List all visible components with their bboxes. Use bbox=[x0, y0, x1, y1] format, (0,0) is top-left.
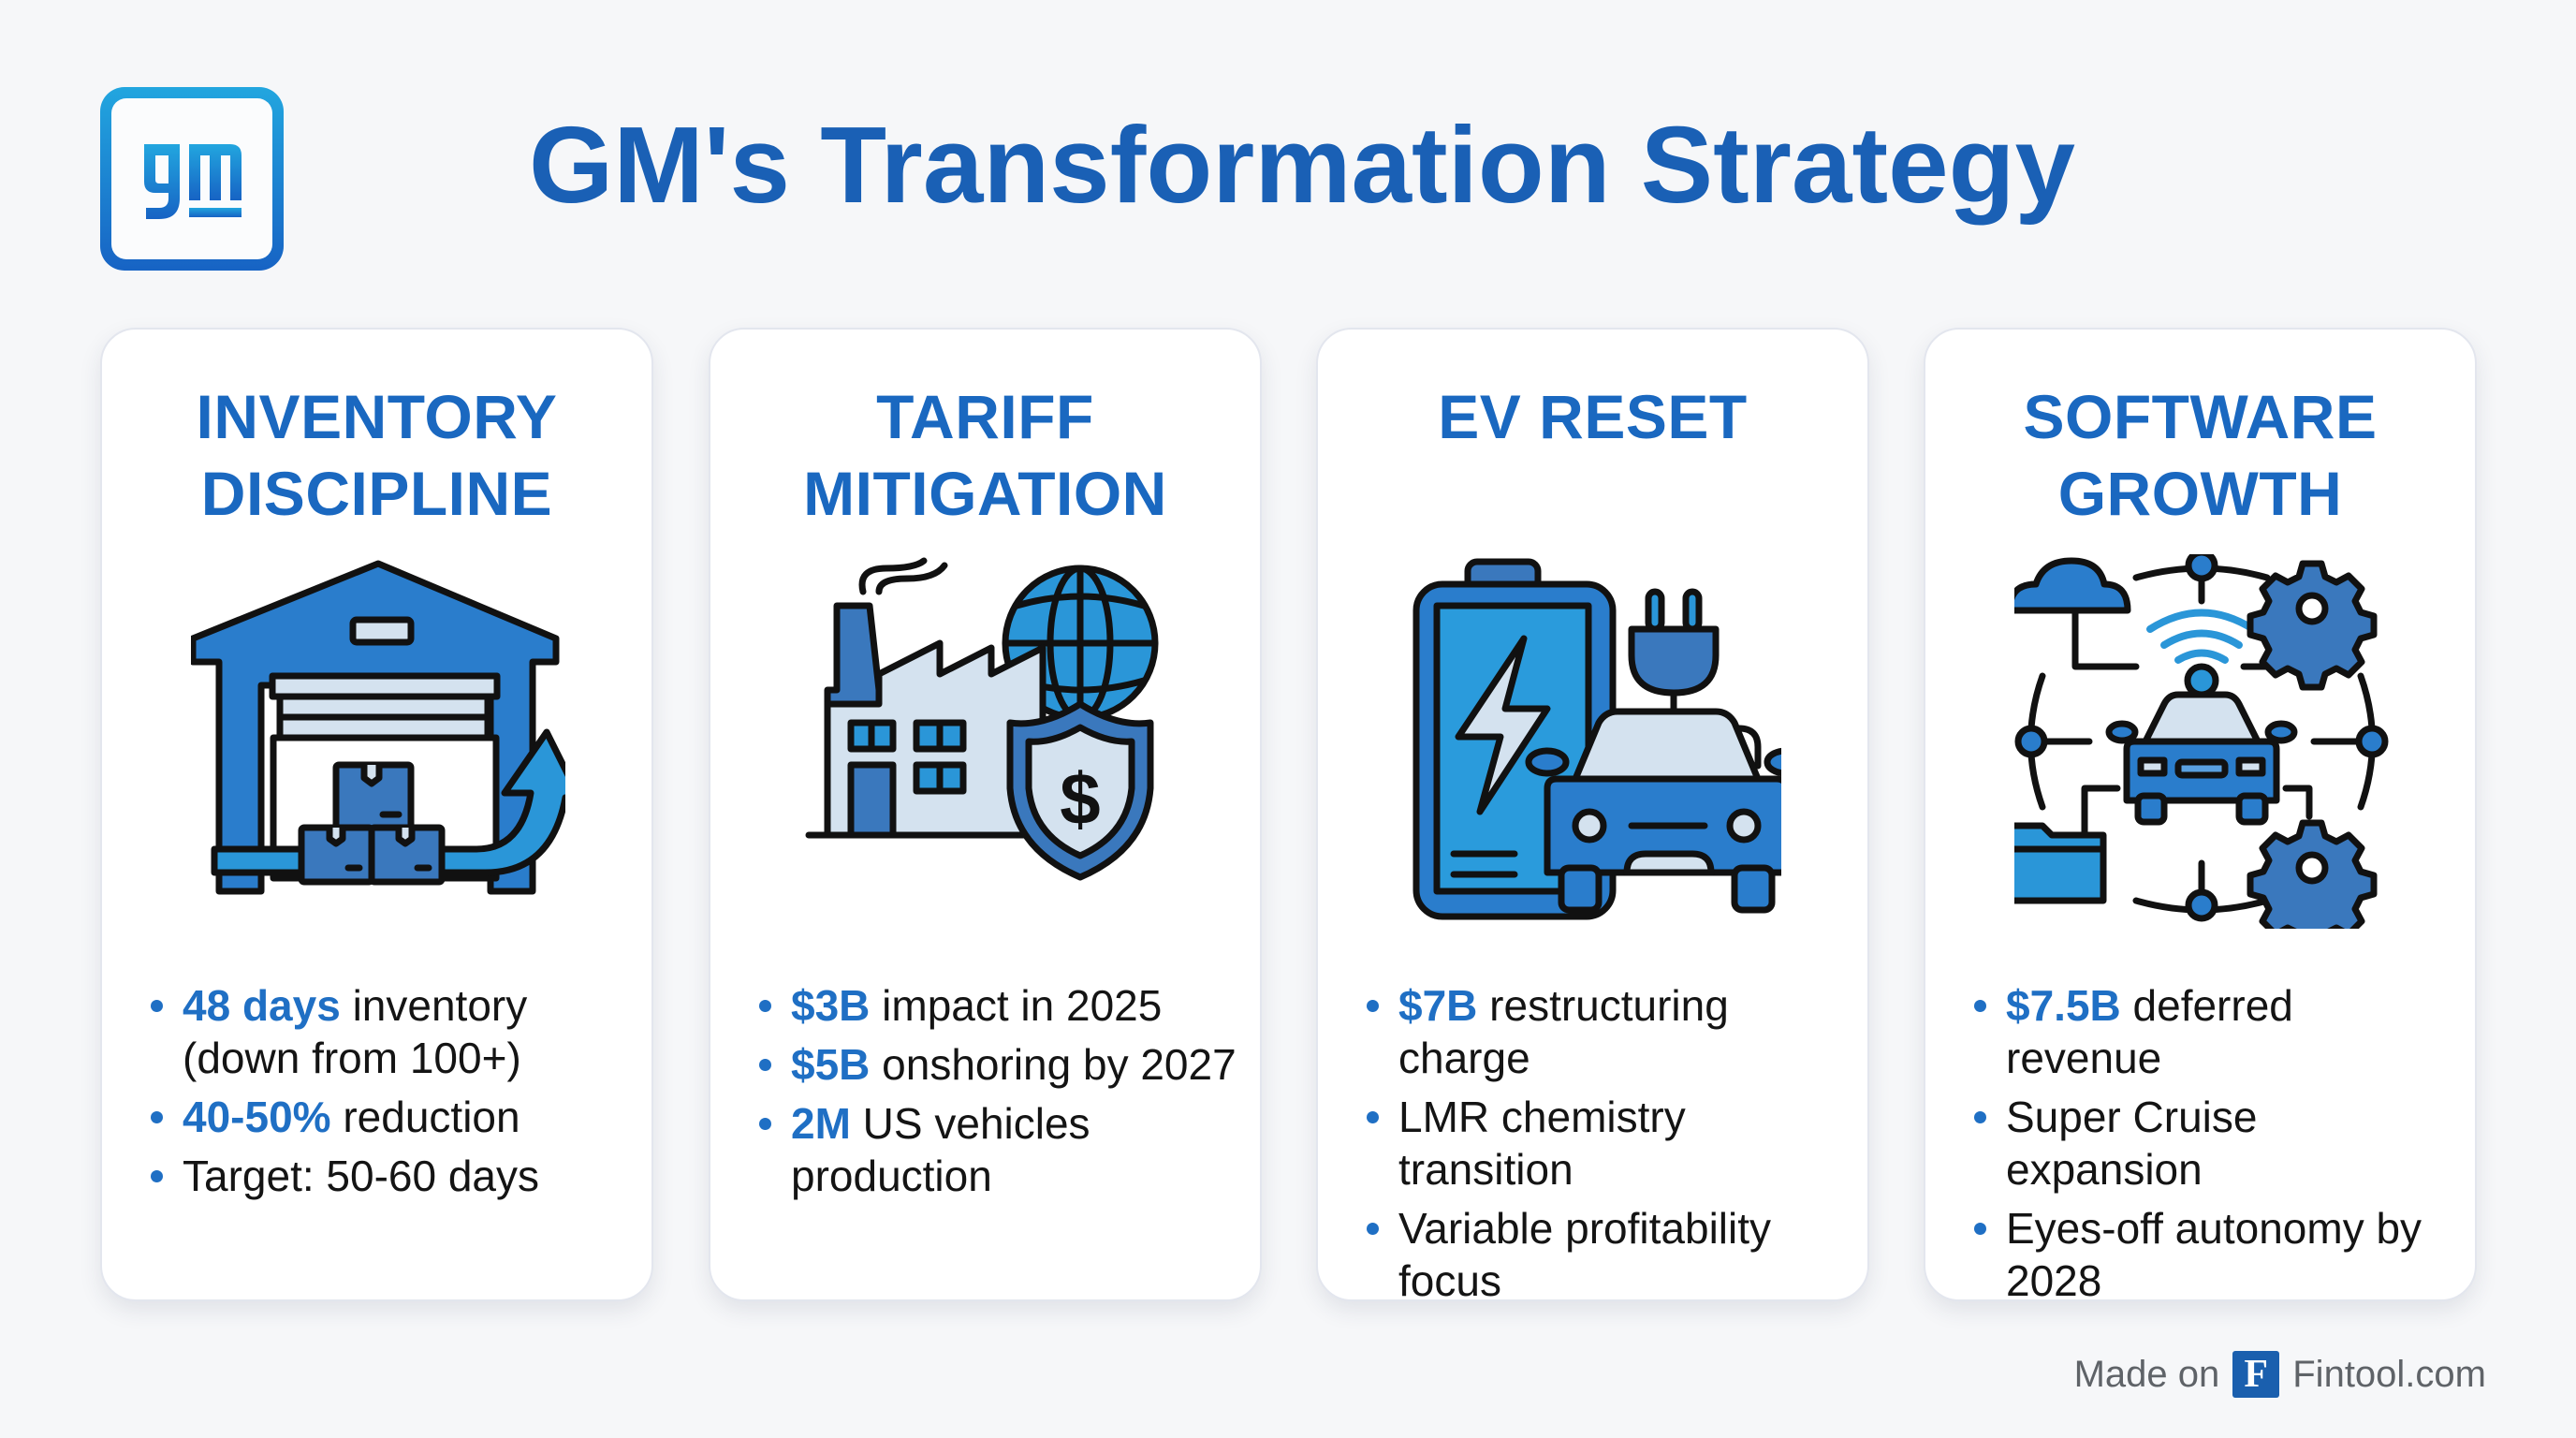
bullet-item: $3B impact in 2025 bbox=[755, 979, 1241, 1032]
card-title: EV RESET bbox=[1318, 378, 1867, 455]
bullet-item: 2M US vehicles production bbox=[755, 1097, 1241, 1202]
fintool-logo-icon: F bbox=[2232, 1351, 2280, 1398]
card-title-line: TARIFF bbox=[876, 382, 1094, 451]
bullet-highlight: 2M bbox=[791, 1099, 851, 1148]
bullet-text: impact in 2025 bbox=[870, 981, 1163, 1030]
bullet-text: restructuring charge bbox=[1398, 981, 1729, 1082]
bullet-item: $5B onshoring by 2027 bbox=[755, 1038, 1241, 1091]
bullet-item: LMR chemistry transition bbox=[1363, 1091, 1849, 1196]
bullet-dot bbox=[151, 1111, 163, 1123]
bullet-text: Super Cruise expansion bbox=[2006, 1093, 2258, 1194]
bullet-dot bbox=[1367, 1111, 1379, 1123]
bullet-text: reduction bbox=[330, 1093, 520, 1141]
bullet-text: deferred revenue bbox=[2006, 981, 2293, 1082]
card-title-line: SOFTWARE bbox=[2023, 382, 2378, 451]
bullet-text: Variable profitability focus bbox=[1398, 1204, 1772, 1305]
card-software-growth: SOFTWARE GROWTH bbox=[1924, 328, 2477, 1305]
bullet-dot bbox=[759, 1000, 771, 1012]
gm-logo bbox=[100, 87, 284, 271]
bullet-dot bbox=[1367, 1223, 1379, 1235]
connected-car-network-icon bbox=[2014, 554, 2389, 929]
bullet-dot bbox=[759, 1059, 771, 1071]
bullet-text: Target: 50-60 days bbox=[183, 1152, 540, 1200]
bullet-item: 40-50% reduction bbox=[147, 1091, 633, 1143]
bullet-dot bbox=[1974, 1223, 1986, 1235]
card-ev-reset: EV RESET $7B restructuring charge bbox=[1316, 328, 1869, 1305]
footer-attribution: Made on F Fintool.com bbox=[2074, 1351, 2486, 1398]
card-tariff-mitigation: TARIFF MITIGATION $ $3B impact in bbox=[709, 328, 1262, 1301]
card-title: TARIFF MITIGATION bbox=[710, 378, 1260, 532]
bullet-list: $7B restructuring charge LMR chemistry t… bbox=[1363, 979, 1849, 1313]
bullet-dot bbox=[151, 1170, 163, 1182]
card-title-line: EV RESET bbox=[1438, 382, 1748, 451]
bullet-item: $7.5B deferred revenue bbox=[1970, 979, 2456, 1084]
bullet-highlight: 48 days bbox=[183, 981, 341, 1030]
bullet-dot bbox=[1974, 1000, 1986, 1012]
bullet-text: LMR chemistry transition bbox=[1398, 1093, 1686, 1194]
bullet-text: US vehicles production bbox=[791, 1099, 1090, 1200]
card-title-line: MITIGATION bbox=[803, 459, 1167, 528]
bullet-item: Target: 50-60 days bbox=[147, 1150, 633, 1202]
footer-brand-link[interactable]: Fintool.com bbox=[2292, 1353, 2486, 1395]
bullet-item: 48 days inventory (down from 100+) bbox=[147, 979, 633, 1084]
gm-logo-icon bbox=[144, 144, 242, 219]
card-title-line: DISCIPLINE bbox=[200, 459, 553, 528]
bullet-dot bbox=[1367, 1000, 1379, 1012]
bullet-item: Variable profitability focus bbox=[1363, 1202, 1849, 1307]
svg-text:$: $ bbox=[1060, 757, 1100, 840]
bullet-item: Eyes-off autonomy by 2028 bbox=[1970, 1202, 2456, 1307]
bullet-text: Eyes-off autonomy by 2028 bbox=[2006, 1204, 2422, 1305]
bullet-dot bbox=[151, 1000, 163, 1012]
bullet-item: Super Cruise expansion bbox=[1970, 1091, 2456, 1196]
bullet-text: inventory (down from 100+) bbox=[183, 981, 528, 1082]
bullet-highlight: $5B bbox=[791, 1040, 871, 1089]
battery-ev-car-icon bbox=[1412, 558, 1781, 920]
factory-globe-shield-icon: $ bbox=[805, 557, 1159, 881]
footer-prefix: Made on bbox=[2073, 1353, 2220, 1395]
bullet-dot bbox=[1974, 1111, 1986, 1123]
page-title: GM's Transformation Strategy bbox=[529, 104, 2075, 226]
bullet-text: onshoring by 2027 bbox=[870, 1040, 1237, 1089]
bullet-highlight: $7B bbox=[1398, 981, 1478, 1030]
card-title-line: GROWTH bbox=[2057, 459, 2343, 528]
card-inventory-discipline: INVENTORY DISCIPLINE 48 days inventory (… bbox=[100, 328, 653, 1301]
bullet-highlight: $7.5B bbox=[2006, 981, 2121, 1030]
bullet-item: $7B restructuring charge bbox=[1363, 979, 1849, 1084]
card-title: INVENTORY DISCIPLINE bbox=[102, 378, 651, 532]
bullet-highlight: 40-50% bbox=[183, 1093, 331, 1141]
card-title: SOFTWARE GROWTH bbox=[1925, 378, 2475, 532]
warehouse-icon bbox=[191, 560, 565, 895]
bullet-list: 48 days inventory (down from 100+) 40-50… bbox=[147, 979, 633, 1209]
card-title-line: INVENTORY bbox=[196, 382, 558, 451]
gm-logo-inner bbox=[111, 98, 272, 259]
bullet-list: $7.5B deferred revenue Super Cruise expa… bbox=[1970, 979, 2456, 1313]
bullet-dot bbox=[759, 1118, 771, 1130]
bullet-list: $3B impact in 2025 $5B onshoring by 2027… bbox=[755, 979, 1241, 1209]
bullet-highlight: $3B bbox=[791, 981, 871, 1030]
